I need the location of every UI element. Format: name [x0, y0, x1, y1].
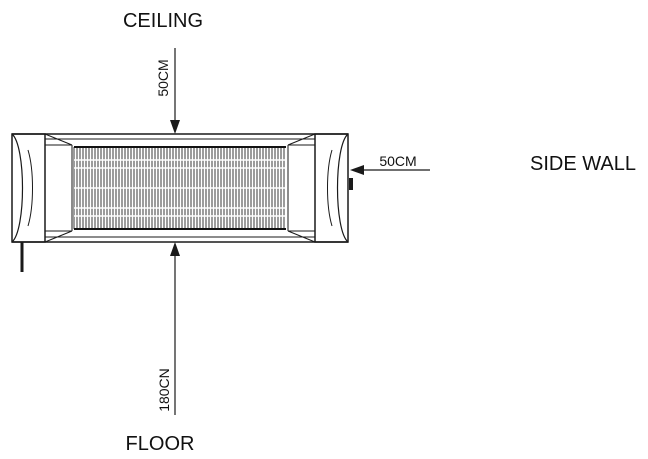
heater-body	[11, 133, 349, 243]
left-end-cap	[11, 133, 73, 243]
ceiling-gap-arrow	[170, 48, 180, 134]
heater-unit	[11, 133, 353, 272]
ceiling-gap-label: 50CM	[155, 59, 171, 96]
wall-bracket	[349, 178, 353, 190]
side-gap-arrow	[350, 165, 430, 175]
heating-grille	[73, 146, 286, 230]
floor-gap-label: 180CN	[156, 368, 172, 412]
side-gap-label: 50CM	[379, 153, 416, 169]
ceiling-label: CEILING	[123, 10, 203, 32]
side-wall-label: SIDE WALL	[530, 153, 636, 175]
right-end-cap	[287, 133, 349, 243]
floor-gap-arrow	[170, 242, 180, 415]
floor-label: FLOOR	[126, 433, 195, 455]
